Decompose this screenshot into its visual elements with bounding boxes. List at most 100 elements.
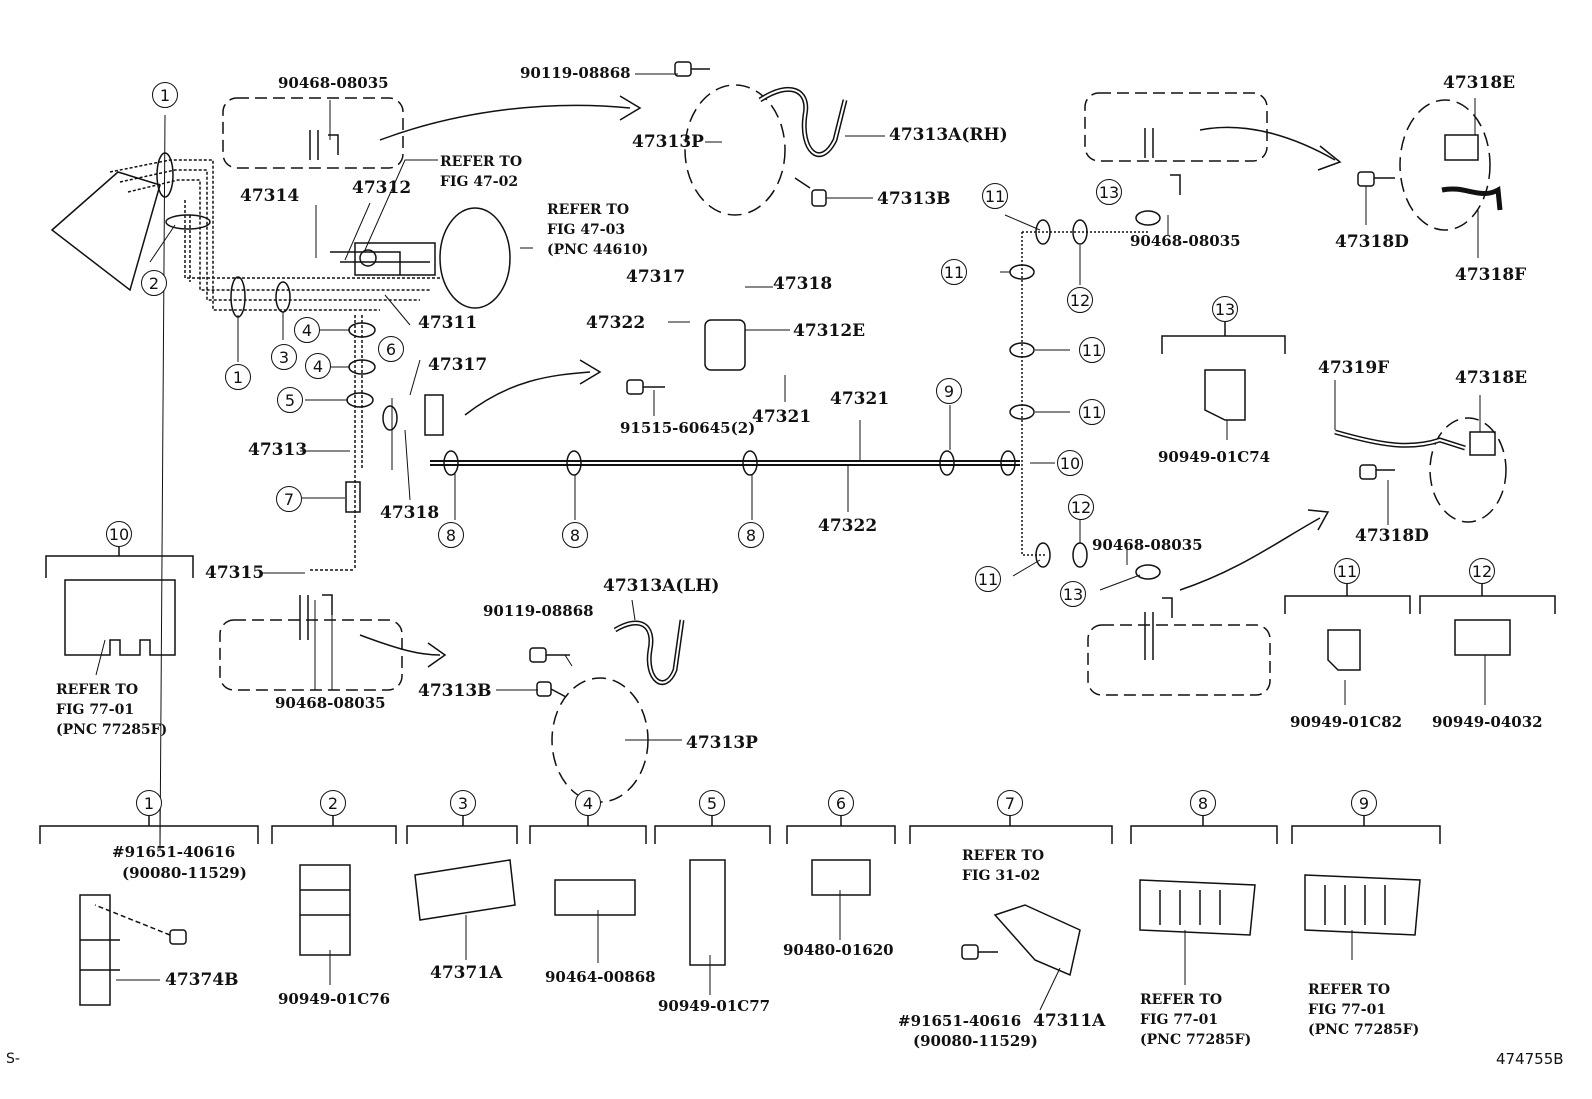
label-47313P-lh: 47313P — [686, 733, 758, 753]
label-47317-mid: 47317 — [428, 355, 488, 375]
fender-panel — [52, 172, 160, 290]
label-47317-top: 47317 — [626, 267, 686, 287]
label-90468-08035-br: 90468-08035 — [1092, 536, 1203, 554]
label-47318-mid: 47318 — [380, 503, 440, 523]
label-90468-08035-tr: 90468-08035 — [1130, 232, 1241, 250]
callout-3-part: 3 — [450, 790, 476, 816]
arrow-bottom-right — [1180, 518, 1320, 590]
pipe-joint-47315 — [346, 482, 360, 512]
label-47313: 47313 — [248, 440, 308, 460]
label-47321-small: 47321 — [752, 407, 812, 427]
label-47313B-top: 47313B — [877, 189, 951, 209]
callout-4-b: 4 — [305, 353, 331, 379]
hose-detail-circle-rh-mid — [1430, 418, 1506, 522]
callout-12-a: 12 — [1067, 287, 1093, 313]
hose-47313A-RH-inner — [760, 89, 845, 154]
label-47318E-mid: 47318E — [1455, 368, 1528, 388]
footer-left-code: S- — [6, 1051, 20, 1067]
callout-11-d: 11 — [1079, 399, 1105, 425]
label-47321-main: 47321 — [830, 389, 890, 409]
master-cylinder-port — [360, 250, 376, 266]
label-47318D-top: 47318D — [1335, 232, 1409, 252]
callout-8-a: 8 — [438, 522, 464, 548]
label-47318F: 47318F — [1455, 265, 1527, 285]
hose-detail-circle-top — [685, 85, 785, 215]
callout-12-b: 12 — [1068, 494, 1094, 520]
bracket-row — [40, 826, 1440, 844]
hose-detail-circle-rh-top — [1400, 100, 1490, 230]
callout-10-part: 10 — [106, 521, 132, 547]
label-90080-11529-b: (90080-11529) — [913, 1032, 1038, 1050]
arrow-head-4 — [1318, 146, 1340, 170]
bracket-12 — [1420, 596, 1555, 614]
brake-booster — [440, 208, 510, 308]
callout-8-c: 8 — [738, 522, 764, 548]
master-cylinder — [355, 243, 435, 275]
callout-7: 7 — [276, 486, 302, 512]
part-sketches — [65, 128, 1510, 1005]
label-47312E: 47312E — [793, 321, 866, 341]
callout-2: 2 — [141, 270, 167, 296]
callout-11-b: 11 — [941, 259, 967, 285]
label-47312: 47312 — [352, 178, 412, 198]
callout-6: 6 — [378, 336, 404, 362]
label-90949-01C74: 90949-01C74 — [1158, 448, 1271, 466]
callout-4-part: 4 — [575, 790, 601, 816]
callout-1-bottom: 1 — [225, 364, 251, 390]
arrow-bottom-left — [360, 635, 440, 655]
detail-box-top-right — [1085, 93, 1267, 161]
label-91651-40616-b: #91651-40616 — [898, 1012, 1022, 1030]
callout-1-top: 1 — [152, 82, 178, 108]
callout-13-a: 13 — [1096, 179, 1122, 205]
label-47322-main: 47322 — [818, 516, 878, 536]
label-47313A-RH: 47313A(RH) — [889, 125, 1008, 145]
callout-6-part: 6 — [828, 790, 854, 816]
bracket-11 — [1285, 596, 1410, 614]
label-47374B: 47374B — [165, 970, 239, 990]
bracket-13 — [1162, 336, 1285, 354]
label-47311A: 47311A — [1033, 1011, 1106, 1031]
arrow-top-right — [1200, 127, 1335, 160]
callout-13-b: 13 — [1060, 581, 1086, 607]
label-47318E-top: 47318E — [1443, 73, 1516, 93]
detail-box-top-left — [223, 98, 403, 168]
callout-5-part: 5 — [699, 790, 725, 816]
callout-11-part: 11 — [1334, 558, 1360, 584]
label-90119-08868-lh: 90119-08868 — [483, 602, 594, 620]
hose-47318F — [1442, 189, 1500, 210]
label-47322-top: 47322 — [586, 313, 646, 333]
leader-lines — [96, 74, 1485, 1010]
callout-3: 3 — [271, 344, 297, 370]
callout-11-e: 11 — [975, 566, 1001, 592]
bracket-10 — [46, 556, 193, 578]
hose-47319F-inner — [1335, 432, 1465, 448]
bolts — [95, 62, 1395, 959]
rear-tube-right — [1022, 232, 1150, 555]
label-47318-top: 47318 — [773, 274, 833, 294]
arrow-head-1 — [620, 96, 640, 120]
arrow-head-5 — [1308, 510, 1328, 530]
arrow-head-3 — [428, 643, 445, 667]
callout-4-a: 4 — [294, 317, 320, 343]
callout-8-part: 8 — [1190, 790, 1216, 816]
callout-1-part: 1 — [136, 790, 162, 816]
arrow-middle — [465, 372, 590, 415]
label-90119-08868-top: 90119-08868 — [520, 64, 631, 82]
callout-7-part: 7 — [997, 790, 1023, 816]
callout-9-main: 9 — [936, 378, 962, 404]
label-90949-01C76: 90949-01C76 — [278, 990, 391, 1008]
callout-13-part: 13 — [1212, 296, 1238, 322]
label-90080-11529-a: (90080-11529) — [122, 864, 247, 882]
label-47313A-LH: 47313A(LH) — [603, 576, 720, 596]
label-90468-08035-tl: 90468-08035 — [278, 74, 389, 92]
arrow-head-2 — [580, 360, 600, 384]
label-47311: 47311 — [418, 313, 478, 333]
label-90464-00868: 90464-00868 — [545, 968, 656, 986]
callout-12-part: 12 — [1469, 558, 1495, 584]
label-47313P-top: 47313P — [632, 132, 704, 152]
